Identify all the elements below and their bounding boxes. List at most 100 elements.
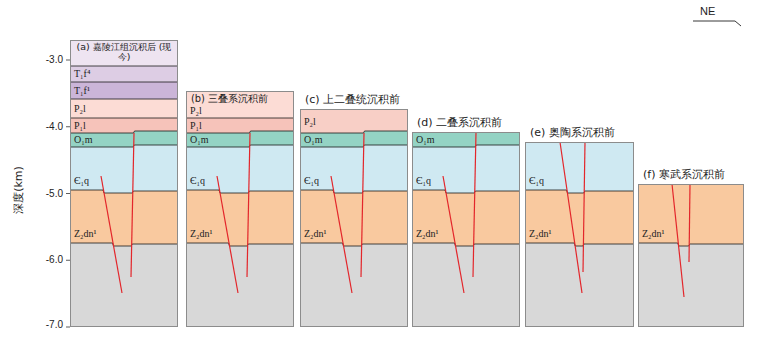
- section-panel-art: [412, 132, 520, 327]
- tick-label: -7.0: [46, 320, 63, 330]
- tick-label: -3.0: [46, 55, 63, 65]
- strata-layer: [186, 243, 294, 327]
- panel-title: (f) 寒武系沉积前: [639, 169, 743, 182]
- strata-label: Z₂dn¹: [74, 229, 97, 239]
- section-panel-art: [638, 184, 744, 327]
- strata-boundary: [300, 243, 408, 246]
- panel-title: (a) 嘉陵江组沉积后 (现今): [71, 42, 177, 63]
- strata-layer: [70, 243, 178, 327]
- strata-label: Є₁q: [529, 176, 544, 186]
- strata-layer: [525, 190, 634, 246]
- strata-layer: [70, 40, 178, 66]
- strata-label: P₂l: [304, 117, 316, 127]
- strata-layer: [525, 142, 634, 193]
- strata-layer: [186, 118, 294, 133]
- strata-boundary: [70, 99, 178, 100]
- strata-boundary: [638, 243, 744, 246]
- strata-label: P₁l: [74, 121, 86, 131]
- strata-boundary: [525, 190, 634, 193]
- strata-boundary: [70, 131, 178, 133]
- fault-line: [247, 133, 250, 277]
- tick-label: -6.0: [46, 255, 63, 265]
- strata-layer: [412, 145, 520, 193]
- strata-boundary: [412, 190, 520, 193]
- fault-line: [361, 133, 364, 277]
- strata-label: T₁f¹: [74, 86, 90, 96]
- tick-label: -5.0: [46, 189, 63, 199]
- strata-label: Z₂dn¹: [529, 229, 552, 239]
- strata-boundary: [186, 118, 294, 119]
- strata-layer: [70, 145, 178, 193]
- section-panel: (b) 三叠系沉积前: [186, 91, 294, 327]
- fault-line: [101, 176, 122, 293]
- tick-label: -4.0: [46, 122, 63, 132]
- section-panel-art: [300, 109, 408, 327]
- panel-title: (d) 二叠系沉积前: [413, 117, 519, 130]
- section-panel-art: [525, 142, 634, 327]
- fault-line: [689, 184, 690, 262]
- strata-layer: [186, 190, 294, 246]
- section-panel-art: [186, 91, 294, 327]
- strata-layer: [412, 190, 520, 246]
- strata-label: Z₂dn¹: [304, 229, 327, 239]
- strata-boundary: [186, 145, 294, 147]
- strata-layer: [638, 184, 744, 246]
- strata-layer: [638, 243, 744, 327]
- strata-layer: [412, 243, 520, 327]
- strata-label: Є₁q: [416, 176, 431, 186]
- strata-boundary: [70, 145, 178, 147]
- fault-line: [473, 132, 476, 277]
- strata-layer: [70, 131, 178, 147]
- strata-layer: [70, 118, 178, 133]
- strata-layer: [70, 99, 178, 118]
- strata-layer: [186, 91, 294, 118]
- panel-title: (c) 上二叠统沉积前: [301, 94, 407, 107]
- direction-label: NE: [700, 6, 715, 17]
- strata-boundary: [70, 66, 178, 67]
- strata-label: Z₂dn¹: [190, 229, 213, 239]
- fault-line: [217, 176, 238, 293]
- fault-line: [131, 133, 134, 277]
- strata-label: Є₁q: [74, 176, 89, 186]
- strata-label: T₁f⁴: [74, 69, 90, 79]
- strata-boundary: [70, 190, 178, 193]
- strata-boundary: [412, 145, 520, 147]
- strata-boundary: [186, 131, 294, 133]
- strata-layer: [300, 243, 408, 327]
- fault-line: [583, 142, 585, 272]
- strata-layer: [70, 82, 178, 99]
- strata-layer: [300, 109, 408, 133]
- panel-title: (b) 三叠系沉积前: [187, 93, 293, 104]
- strata-boundary: [300, 145, 408, 147]
- strata-label: P₁l: [190, 121, 202, 131]
- strata-label: Z₂dn¹: [416, 229, 439, 239]
- strata-label: Є₁q: [304, 176, 319, 186]
- strata-layer: [300, 190, 408, 246]
- strata-label: P₂l: [74, 104, 86, 114]
- strata-boundary: [412, 243, 520, 246]
- fault-line: [560, 142, 582, 293]
- direction-arrow: [693, 21, 741, 26]
- strata-boundary: [186, 190, 294, 193]
- strata-label: Z₂dn¹: [642, 229, 665, 239]
- strata-layer: [300, 145, 408, 193]
- strata-layer: [186, 131, 294, 147]
- strata-label: O₁m: [304, 135, 323, 145]
- strata-boundary: [300, 190, 408, 193]
- strata-boundary: [186, 243, 294, 246]
- strata-layer: [300, 131, 408, 147]
- fault-line: [331, 176, 352, 293]
- strata-boundary: [300, 131, 408, 133]
- strata-label: Є₁q: [190, 176, 205, 186]
- strata-label: O₁m: [190, 135, 209, 145]
- section-panel-art: [70, 40, 178, 327]
- fault-line: [672, 184, 684, 297]
- strata-layer: [70, 66, 178, 82]
- strata-layer: [525, 243, 634, 327]
- strata-boundary: [525, 243, 634, 246]
- panel-title: (e) 奥陶系沉积前: [526, 127, 633, 140]
- strata-label: P₂l: [190, 106, 202, 116]
- strata-layer: [70, 190, 178, 246]
- strata-layer: [186, 145, 294, 193]
